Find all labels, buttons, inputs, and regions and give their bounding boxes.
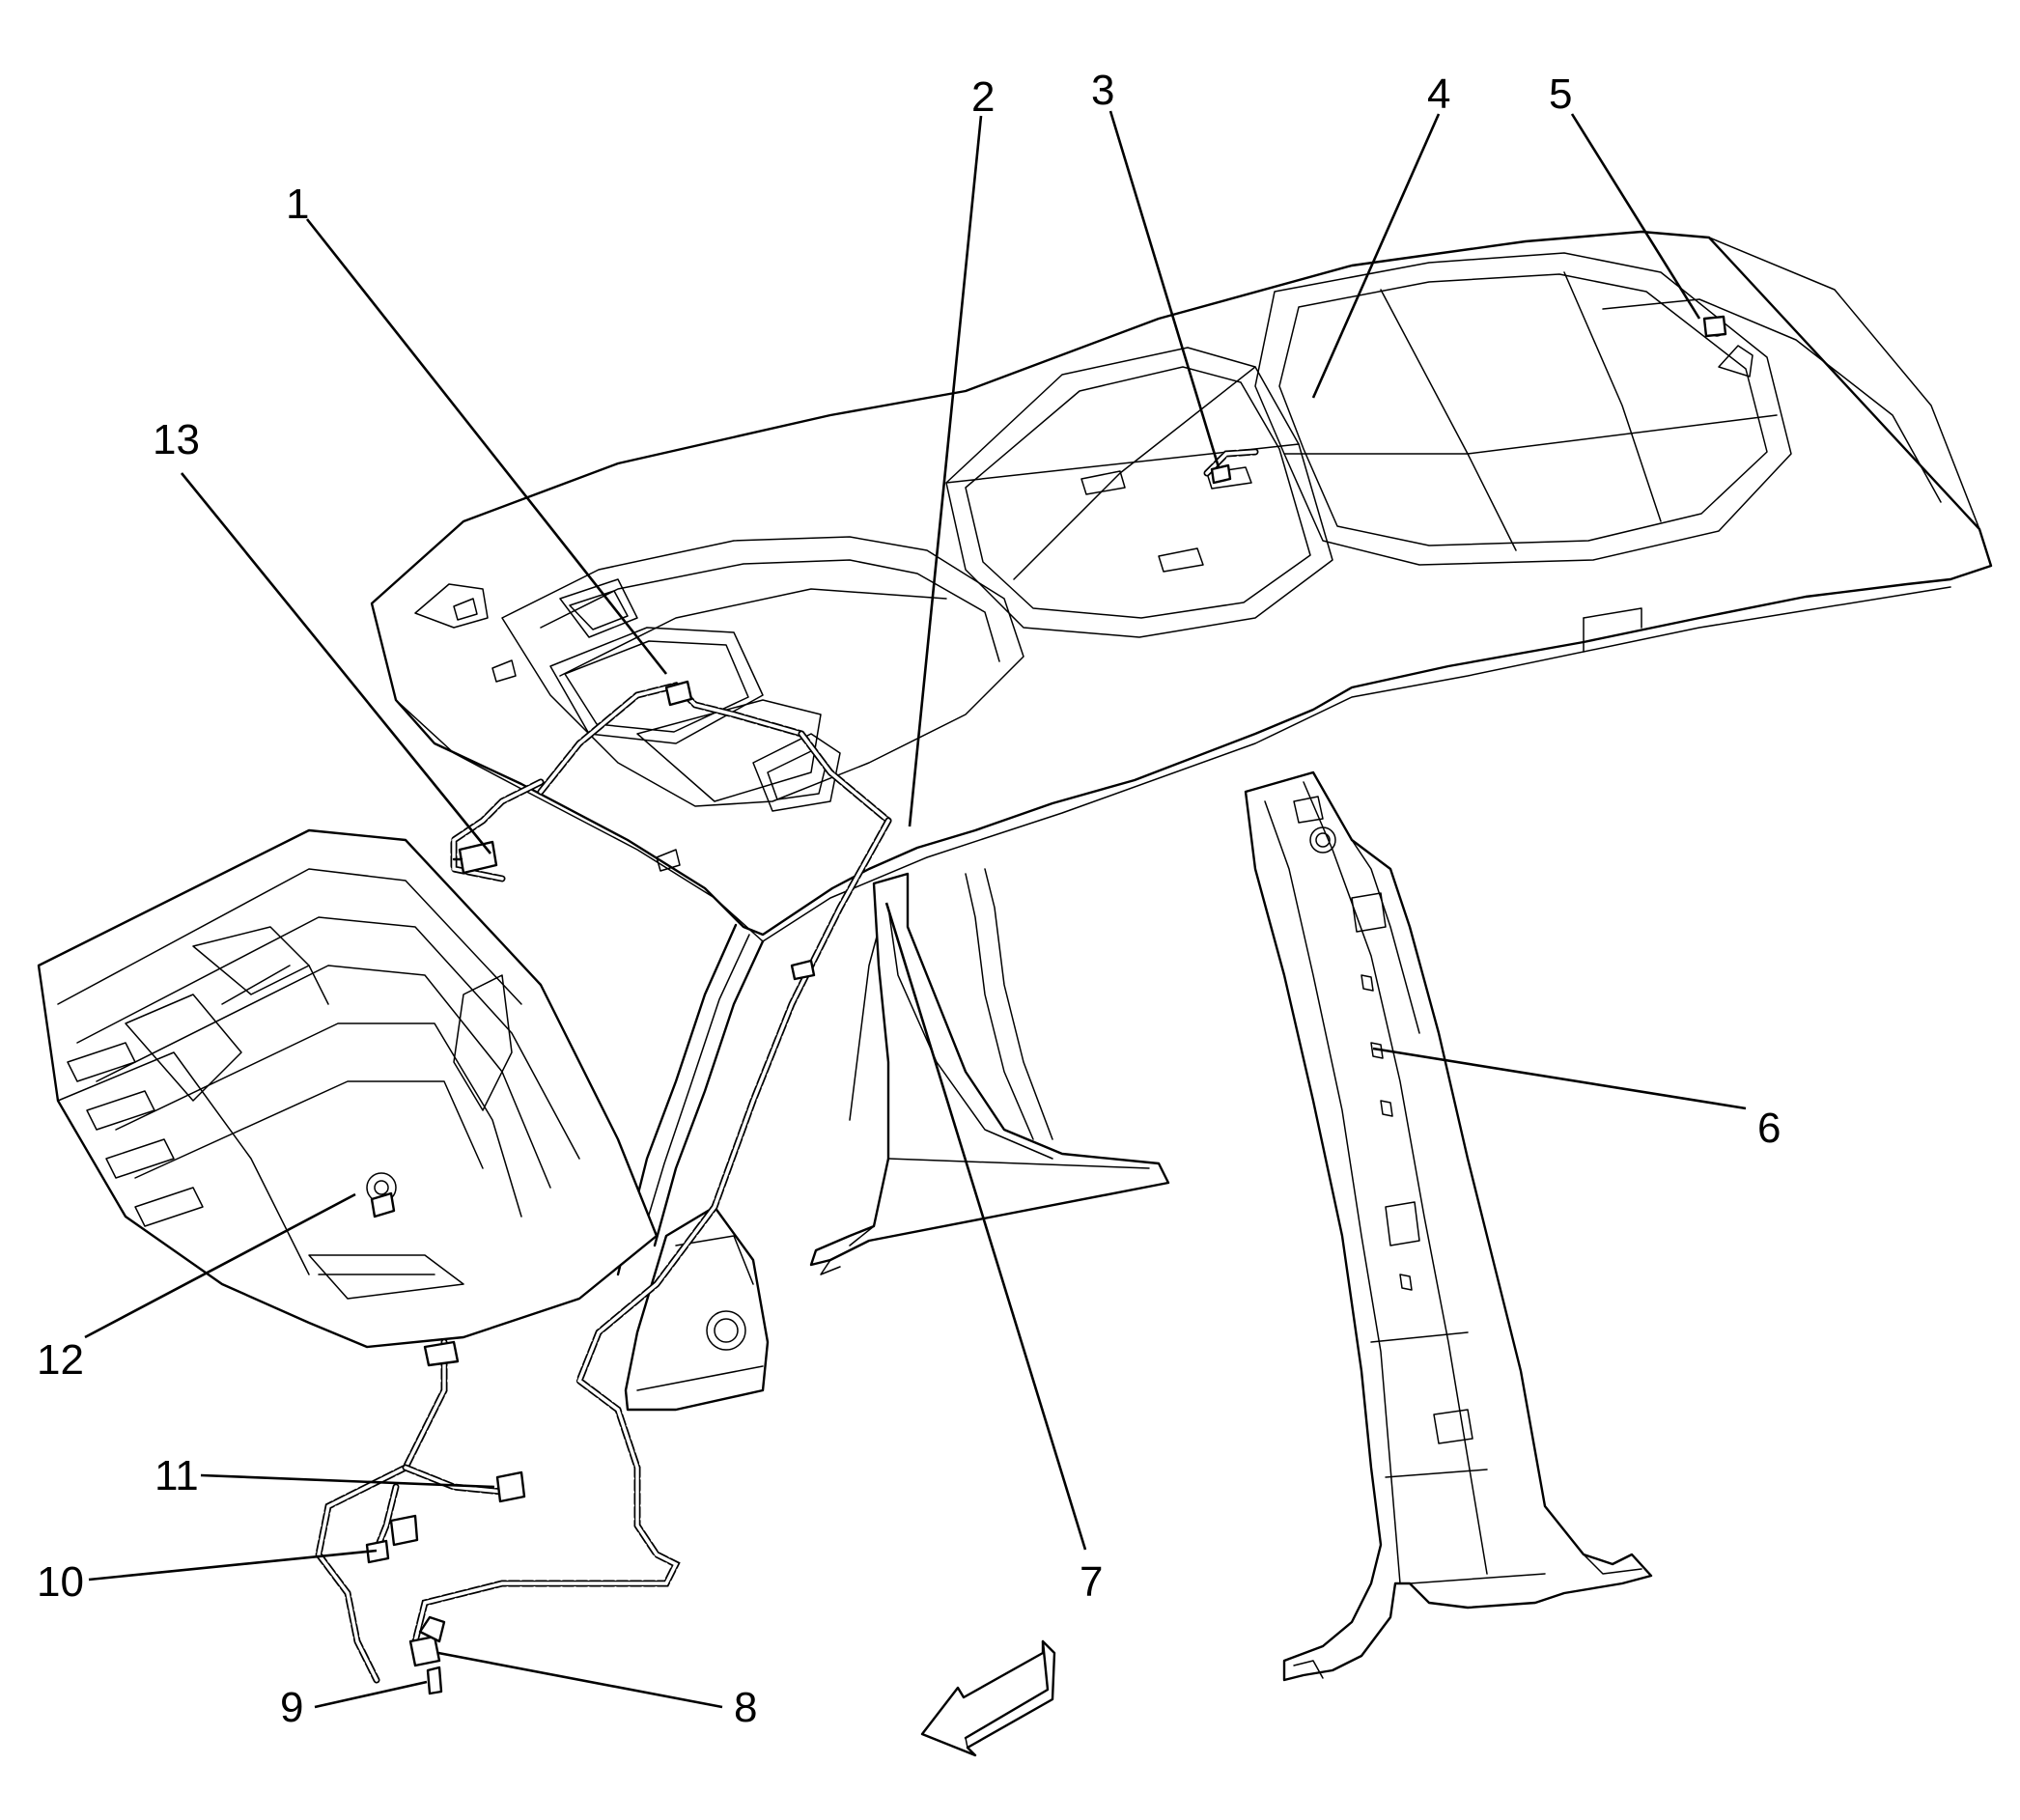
b-pillar-front-trim: [809, 868, 1170, 1275]
wiring-harness: [315, 315, 1727, 1695]
leader-5: [1570, 113, 1701, 320]
front-direction-arrow-icon: [920, 1639, 1056, 1757]
callout-4: 4: [1427, 70, 1450, 118]
a-pillar-trim: [616, 892, 889, 1276]
leader-lines: [84, 110, 1747, 1709]
leader-11: [200, 1473, 495, 1489]
callout-10: 10: [37, 1558, 84, 1606]
c-pillar-trim: [1244, 770, 1653, 1682]
leader-8: [437, 1651, 723, 1709]
callout-1: 1: [286, 181, 309, 228]
callout-13: 13: [153, 416, 200, 463]
leader-2: [908, 115, 983, 827]
leader-10: [88, 1549, 378, 1582]
callout-7: 7: [1080, 1558, 1103, 1606]
callout-labels: 1 2 3 4 5 6 7 8 9 10 11 12 13: [37, 67, 1781, 1731]
leader-4: [1311, 113, 1441, 399]
callout-5: 5: [1549, 70, 1572, 118]
leader-12: [84, 1192, 356, 1339]
callout-12: 12: [37, 1336, 84, 1384]
headliner-panel: [370, 230, 1993, 942]
leader-6: [1372, 1047, 1747, 1110]
instrument-panel-area: [37, 828, 659, 1349]
callout-8: 8: [734, 1684, 757, 1731]
callout-6: 6: [1757, 1105, 1781, 1152]
callout-3: 3: [1091, 67, 1114, 114]
leader-13: [180, 472, 492, 854]
leader-9: [314, 1680, 428, 1709]
leader-7: [884, 902, 1087, 1551]
callout-9: 9: [280, 1684, 303, 1731]
leader-3: [1108, 110, 1220, 468]
callout-11: 11: [154, 1452, 199, 1499]
leader-1: [305, 218, 668, 675]
kick-panel: [624, 1205, 770, 1412]
callout-2: 2: [971, 73, 995, 121]
